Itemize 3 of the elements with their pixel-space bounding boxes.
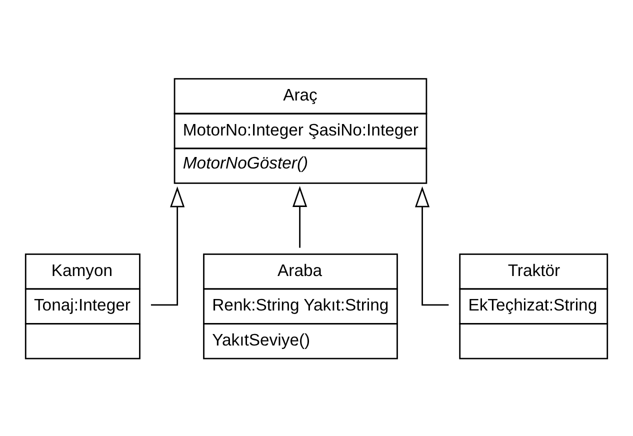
arrow	[414, 186, 449, 306]
arrow	[150, 186, 185, 306]
arrow	[292, 186, 308, 248]
